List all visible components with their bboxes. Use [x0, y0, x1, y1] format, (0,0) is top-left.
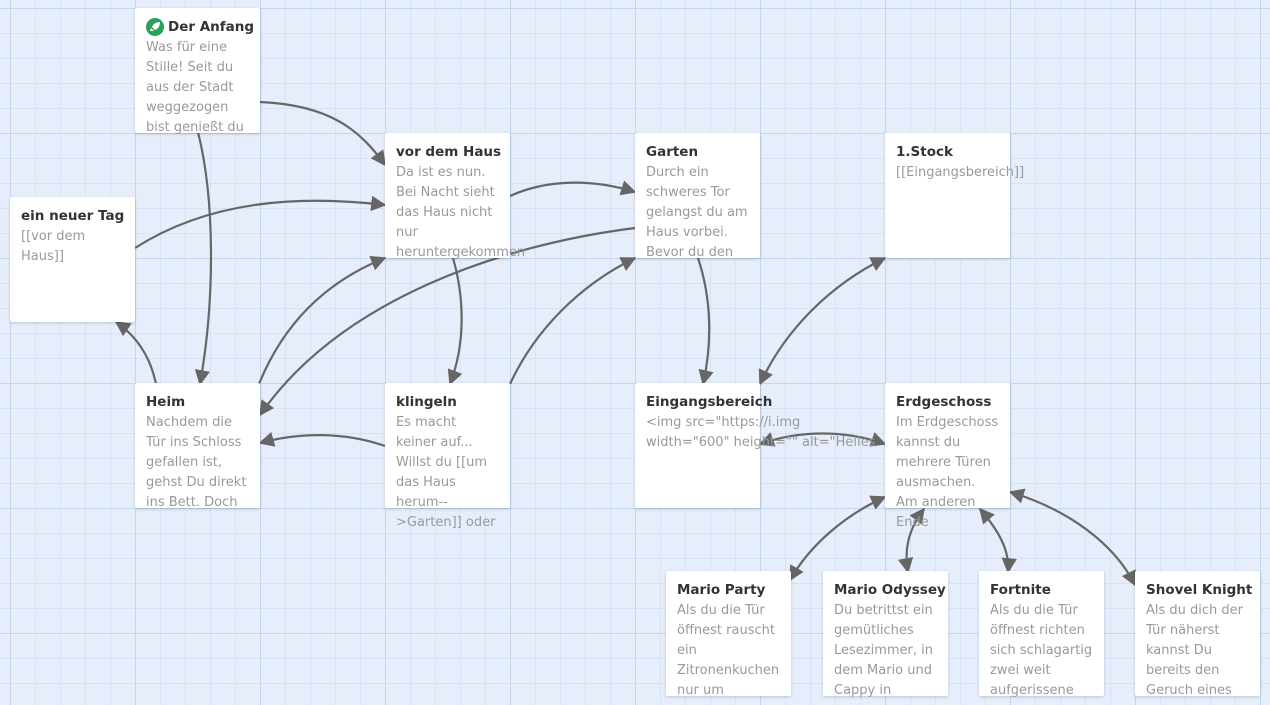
passage-excerpt: Als du dich der Tür näherst kannst Du be… — [1146, 603, 1248, 698]
passage-excerpt: Da ist es nun. Bei Nacht sieht das Haus … — [396, 165, 526, 260]
rocket-icon — [146, 18, 164, 36]
passage-title: Erdgeschoss — [896, 394, 992, 410]
passage-title: 1.Stock — [896, 144, 953, 160]
passage-excerpt: Es macht keiner auf... Willst du [[um da… — [396, 415, 496, 530]
link-anfang-to-vordemhaus — [259, 100, 386, 167]
passage-excerpt: Durch ein schweres Tor gelangst du am Ha… — [646, 165, 752, 260]
link-vordemhaus-to-klingeln — [447, 257, 463, 386]
link-ersterstock-eingangsbereich — [758, 257, 887, 386]
passage-title: Heim — [146, 394, 186, 410]
link-klingeln-to-garten — [509, 257, 637, 385]
passage-eingangsbereich[interactable]: Eingangsbereich <img src="https://i.img … — [635, 383, 876, 508]
passage-klingeln[interactable]: klingeln Es macht keiner auf... Willst d… — [385, 383, 510, 530]
link-vordemhaus-to-garten — [509, 180, 637, 198]
link-heim-to-neuertag — [114, 321, 158, 385]
passage-title: Mario Odyssey — [834, 582, 946, 598]
passage-excerpt: <img src="https://i.img width="600" heig… — [646, 415, 876, 450]
link-neuertag-to-vordemhaus — [134, 195, 387, 249]
passage-title: vor dem Haus — [396, 144, 502, 160]
passage-mario-party[interactable]: Mario Party Als du die Tür öffnest rausc… — [666, 571, 791, 698]
passage-title: Der Anfang — [168, 19, 255, 35]
passage-vor-dem-haus[interactable]: vor dem Haus Da ist es nun. Bei Nacht si… — [385, 133, 525, 260]
passage-mario-odyssey[interactable]: Mario Odyssey Du betrittst ein gemütlich… — [823, 571, 948, 698]
passage-excerpt: Nachdem die Tür ins Schloss gefallen ist… — [146, 415, 251, 510]
passage-shovel-knight[interactable]: Shovel Knight Als du dich der Tür nähers… — [1135, 571, 1260, 698]
passage-title: Shovel Knight — [1146, 582, 1253, 598]
passage-title: klingeln — [396, 394, 457, 410]
passage-excerpt: Was für eine Stille! Seit du aus der Sta… — [146, 40, 244, 135]
passage-der-anfang[interactable]: Der Anfang Was für eine Stille! Seit du … — [135, 8, 260, 135]
passage-title: Fortnite — [990, 582, 1051, 598]
passage-excerpt: [[vor dem Haus]] — [21, 229, 90, 264]
link-garten-to-eingangsbereich — [696, 257, 714, 386]
passage-heim[interactable]: Heim Nachdem die Tür ins Schloss gefalle… — [135, 383, 260, 510]
link-klingeln-to-heim — [258, 431, 386, 448]
passage-1-stock[interactable]: 1.Stock [[Eingangsbereich]] — [885, 133, 1025, 258]
passage-excerpt: Als du die Tür öffnest richten sich schl… — [990, 603, 1097, 698]
passage-title: Garten — [646, 144, 699, 160]
passage-title: Mario Party — [677, 582, 766, 598]
passage-ein-neuer-tag[interactable]: ein neuer Tag [[vor dem Haus]] — [10, 197, 135, 322]
link-erdgeschoss-marioparty — [789, 495, 887, 582]
passage-erdgeschoss[interactable]: Erdgeschoss Im Erdgeschoss kannst du meh… — [885, 383, 1010, 530]
passage-excerpt: [[Eingangsbereich]] — [896, 165, 1025, 180]
passage-excerpt: Als du die Tür öffnest rauscht ein Zitro… — [677, 603, 784, 698]
passage-title: Eingangsbereich — [646, 394, 773, 410]
passage-garten[interactable]: Garten Durch ein schweres Tor gelangst d… — [635, 133, 760, 260]
link-heim-to-vordemhaus — [257, 256, 387, 385]
passage-excerpt: Du betrittst ein gemütliches Lesezimmer,… — [834, 603, 938, 698]
passage-fortnite[interactable]: Fortnite Als du die Tür öffnest richten … — [979, 571, 1104, 698]
passage-title: ein neuer Tag — [21, 208, 125, 224]
passage-excerpt: Im Erdgeschoss kannst du mehrere Türen a… — [896, 415, 1003, 530]
link-anfang-to-heim — [194, 131, 213, 386]
